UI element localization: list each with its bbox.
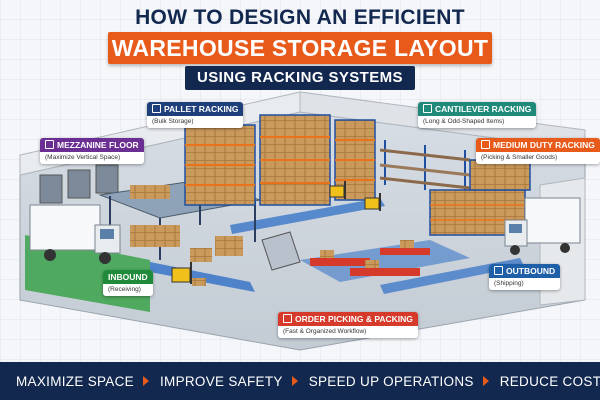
mezzanine-icon xyxy=(45,140,54,149)
outbound-truck xyxy=(504,197,581,255)
benefit-item: IMPROVE SAFETY xyxy=(159,373,283,389)
pallet-racking-subtitle: (Bulk Storage) xyxy=(152,118,194,125)
forklift xyxy=(171,262,206,286)
outbound-header: OUTBOUND xyxy=(489,264,561,278)
walkway xyxy=(230,198,385,234)
walkway xyxy=(380,258,524,294)
label-outbound: OUTBOUND (Shipping) xyxy=(489,264,561,290)
medium-duty-subtitle: (Picking & Smaller Goods) xyxy=(481,154,558,161)
benefits-banner: MAXIMIZE SPACE IMPROVE SAFETY SPEED UP O… xyxy=(0,362,600,400)
medium-duty-header: MEDIUM DUTY RACKING xyxy=(476,138,600,152)
arrow-right-icon xyxy=(291,376,298,386)
pallet-racking-header: PALLET RACKING xyxy=(147,102,244,116)
cantilever-subtitle: (Long & Odd-Shaped Items) xyxy=(423,118,505,125)
truck-icon xyxy=(494,266,503,275)
dock-door xyxy=(39,174,63,204)
inbound-header: INBOUND xyxy=(103,270,153,284)
boxes-stack xyxy=(190,248,212,262)
arrow-right-icon xyxy=(482,376,489,386)
label-cantilever-racking: CANTILEVER RACKING (Long & Odd-Shaped It… xyxy=(418,102,537,128)
pallet-rack-icon xyxy=(152,104,161,113)
box-icon xyxy=(283,314,292,323)
label-medium-duty-racking: MEDIUM DUTY RACKING (Picking & Smaller G… xyxy=(476,138,600,164)
label-pallet-racking: PALLET RACKING (Bulk Storage) xyxy=(147,102,244,128)
benefit-item: SPEED UP OPERATIONS xyxy=(308,373,474,389)
order-picking-area xyxy=(300,240,470,282)
label-order-picking: ORDER PICKING & PACKING (Fast & Organize… xyxy=(278,312,418,338)
mezzanine-subtitle: (Maximize Vertical Space) xyxy=(45,154,121,161)
benefit-item: REDUCE COSTS xyxy=(499,373,600,389)
outbound-subtitle: (Shipping) xyxy=(494,280,524,287)
benefit-item: MAXIMIZE SPACE xyxy=(16,373,134,389)
cantilever-icon xyxy=(423,104,432,113)
arrow-right-icon xyxy=(142,376,149,386)
dock-door xyxy=(95,164,119,194)
title-line-3: USING RACKING SYSTEMS xyxy=(185,66,415,90)
order-picking-subtitle: (Fast & Organized Workflow) xyxy=(283,328,367,335)
order-picking-header: ORDER PICKING & PACKING xyxy=(278,312,418,326)
cantilever-racking xyxy=(379,140,471,195)
pallet-racking xyxy=(184,114,376,206)
mezzanine-header: MEZZANINE FLOOR xyxy=(40,138,144,152)
label-inbound: INBOUND (Receiving) xyxy=(103,270,153,296)
staircase xyxy=(261,231,301,271)
inbound-truck xyxy=(29,204,121,264)
shelf-icon xyxy=(481,140,490,149)
inbound-subtitle: (Receiving) xyxy=(108,286,141,293)
label-mezzanine-floor: MEZZANINE FLOOR (Maximize Vertical Space… xyxy=(40,138,144,164)
boxes-stack xyxy=(130,225,180,247)
title-line-2: WAREHOUSE STORAGE LAYOUT xyxy=(108,32,492,64)
title-line-1: HOW TO DESIGN AN EFFICIENT xyxy=(135,6,465,29)
forklift xyxy=(364,193,381,211)
cantilever-header: CANTILEVER RACKING xyxy=(418,102,537,116)
forklift xyxy=(329,181,346,199)
dock-door xyxy=(67,169,91,199)
boxes-stack xyxy=(130,185,170,199)
boxes-stack xyxy=(215,236,243,256)
